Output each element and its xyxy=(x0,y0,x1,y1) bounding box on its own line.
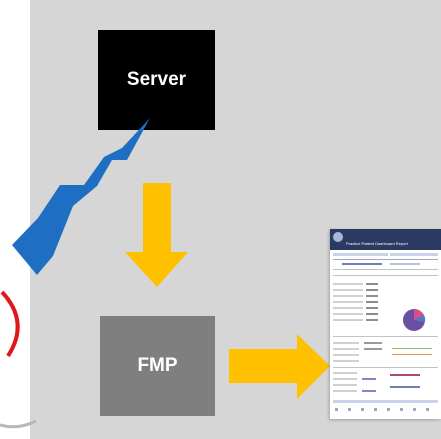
fmp-label: FMP xyxy=(137,355,178,376)
server-label: Server xyxy=(126,69,187,90)
report-title: Practice Patient Dashboard Report xyxy=(346,241,408,246)
report-header: Practice Patient Dashboard Report xyxy=(330,229,441,250)
down-arrow-icon xyxy=(125,183,188,287)
signal-arc-icon xyxy=(0,290,20,358)
report-body-graphics xyxy=(333,253,438,411)
right-arrow-icon xyxy=(229,334,330,399)
gray-arc-fragment xyxy=(0,419,37,429)
dashboard-report-thumbnail: Practice Patient Dashboard Report xyxy=(330,229,441,419)
server-node: Server xyxy=(98,30,215,130)
report-logo-icon xyxy=(333,232,343,242)
lightning-bolt-icon xyxy=(12,118,150,275)
fmp-node: FMP xyxy=(100,316,215,416)
